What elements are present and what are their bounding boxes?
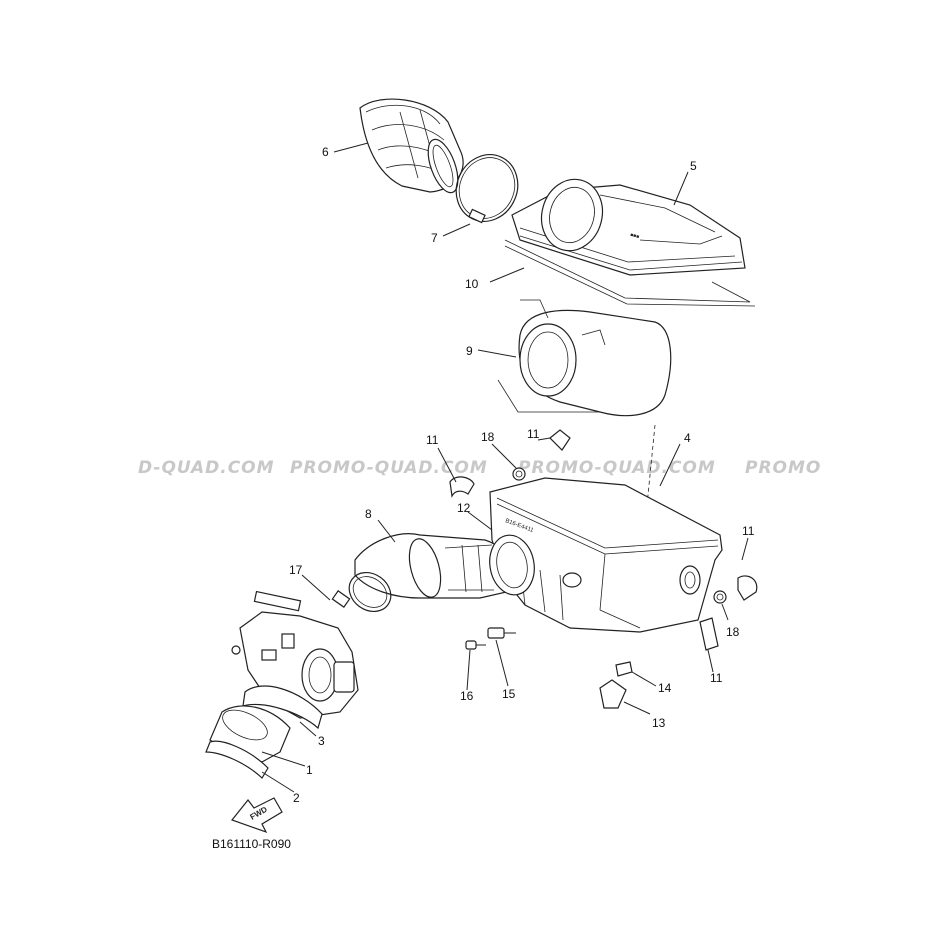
label-part-4: 4 bbox=[684, 431, 691, 445]
svg-text:■■■: ■■■ bbox=[629, 232, 639, 240]
label-part-6: 6 bbox=[322, 145, 329, 159]
reference-code: B161110-R090 bbox=[212, 837, 291, 851]
part-10-gasket bbox=[504, 239, 756, 307]
label-part-7: 7 bbox=[431, 231, 438, 245]
part-18-bolt-b bbox=[713, 590, 727, 604]
label-part-11-d: 11 bbox=[710, 671, 723, 685]
leader-lines bbox=[261, 142, 749, 793]
label-part-11-b: 11 bbox=[527, 427, 540, 441]
part-16-screw bbox=[465, 640, 486, 650]
label-part-8: 8 bbox=[365, 507, 372, 521]
part-3-joint bbox=[242, 685, 323, 730]
label-part-12: 12 bbox=[457, 501, 471, 515]
part-15-screw bbox=[487, 627, 516, 639]
label-part-11-c: 11 bbox=[742, 524, 755, 538]
label-part-5: 5 bbox=[690, 159, 697, 173]
part-18-bolt-a bbox=[512, 467, 526, 481]
label-part-10: 10 bbox=[465, 277, 479, 291]
label-part-16: 16 bbox=[460, 689, 474, 703]
part-number-labels: 6 7 5 10 9 11 18 11 4 8 12 17 11 18 11 1… bbox=[289, 145, 755, 805]
part-7-hose-clamp bbox=[455, 154, 519, 224]
part-13-drain-cap bbox=[599, 679, 627, 709]
part-11-clip-b bbox=[549, 429, 571, 451]
part-11-clip-c bbox=[737, 575, 758, 601]
label-part-15: 15 bbox=[502, 687, 516, 701]
part-2-clamp bbox=[205, 740, 269, 779]
label-part-9: 9 bbox=[466, 344, 473, 358]
part-17-clamp bbox=[331, 571, 392, 613]
label-part-1: 1 bbox=[306, 763, 313, 777]
label-part-14: 14 bbox=[658, 681, 672, 695]
part-11-clip-d bbox=[699, 617, 719, 651]
fwd-direction-arrow: FWD bbox=[231, 797, 283, 834]
part-4-airbox-case: B16-E4411 bbox=[489, 477, 723, 633]
label-part-3: 3 bbox=[318, 734, 325, 748]
watermark-4: PROMO bbox=[745, 458, 821, 478]
label-part-13: 13 bbox=[652, 716, 666, 730]
label-part-11-a: 11 bbox=[426, 433, 439, 447]
part-9-air-filter bbox=[497, 299, 672, 417]
part-8-intake-joint bbox=[354, 533, 535, 599]
watermark-3: PROMO-QUAD.COM bbox=[518, 458, 716, 478]
watermark-band: D-QUAD.COM PROMO-QUAD.COM PROMO-QUAD.COM… bbox=[138, 458, 821, 478]
part-14-clip bbox=[615, 661, 633, 677]
label-part-18-b: 18 bbox=[726, 625, 740, 639]
part-11-clip-a bbox=[449, 476, 475, 498]
label-part-18-a: 18 bbox=[481, 430, 495, 444]
watermark-1: D-QUAD.COM bbox=[138, 458, 275, 478]
watermark-2: PROMO-QUAD.COM bbox=[290, 458, 488, 478]
label-part-2: 2 bbox=[293, 791, 300, 805]
part-5-airbox-cover: ■■■ bbox=[511, 178, 746, 276]
label-part-17: 17 bbox=[289, 563, 303, 577]
part-6-intake-duct bbox=[359, 98, 464, 194]
